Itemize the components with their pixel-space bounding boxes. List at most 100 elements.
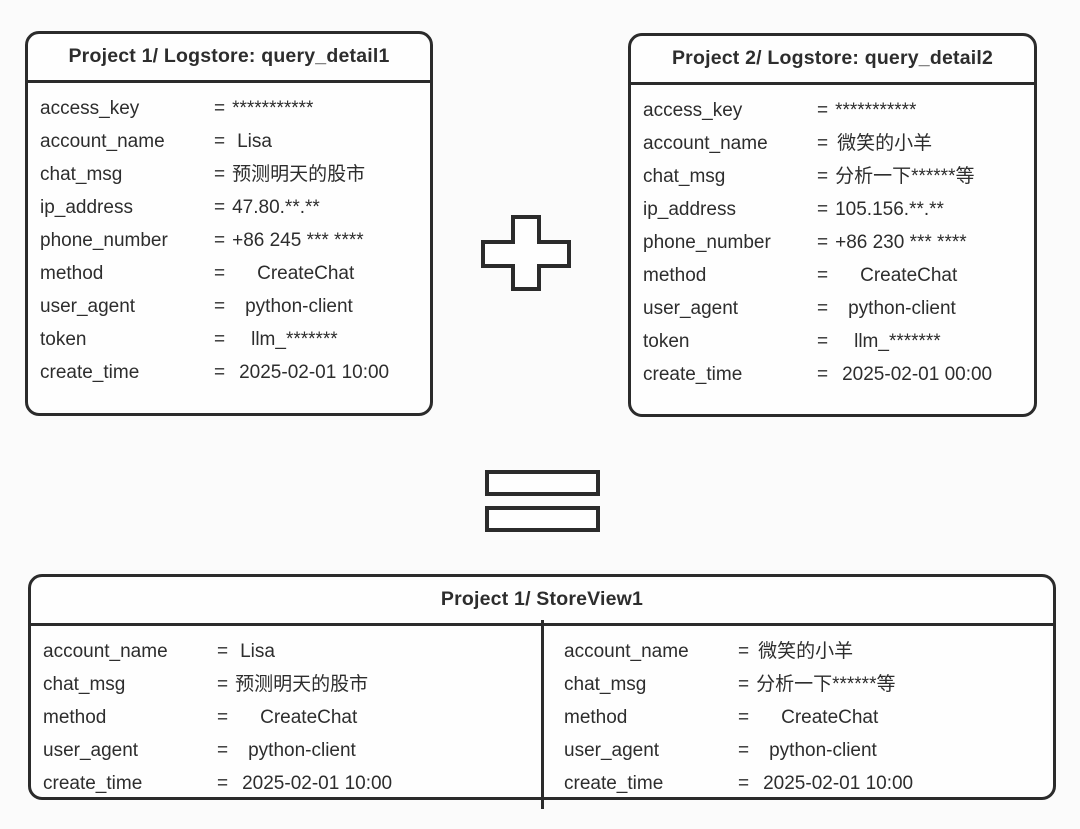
field-key: create_time	[43, 773, 143, 794]
equals-sign: =	[738, 707, 750, 728]
field-row: create_time = 2025-02-01 10:00	[564, 767, 913, 800]
field-key: user_agent	[564, 740, 660, 761]
equals-sign: =	[738, 740, 750, 761]
field-row: method = CreateChat	[643, 259, 1034, 292]
equals-sign: =	[214, 197, 226, 218]
field-key: account_name	[643, 133, 768, 154]
plus-icon	[481, 215, 571, 291]
field-row: chat_msg=分析一下******等	[564, 668, 913, 701]
field-value: +86 230 *** ****	[835, 232, 967, 253]
equals-sign: =	[217, 740, 229, 761]
storeview-title: Project 1/ StoreView1	[31, 577, 1053, 626]
field-key: access_key	[40, 98, 140, 119]
equals-sign: =	[738, 674, 750, 695]
field-row: phone_number = +86 230 *** ****	[643, 226, 1034, 259]
field-row: create_time=2025-02-01 10:00	[40, 356, 430, 389]
field-row: create_time=2025-02-01 00:00	[643, 358, 1034, 391]
field-key: user_agent	[43, 740, 139, 761]
field-value: 微笑的小羊	[758, 641, 854, 662]
field-key: account_name	[564, 641, 689, 662]
field-key: method	[564, 707, 628, 728]
field-value: python-client	[248, 740, 356, 761]
field-key: phone_number	[40, 230, 168, 251]
field-key: user_agent	[643, 298, 739, 319]
equals-sign: =	[738, 773, 750, 794]
field-value: llm_*******	[251, 329, 338, 350]
field-value: Lisa	[237, 131, 272, 152]
field-value: CreateChat	[860, 265, 958, 286]
field-key: account_name	[40, 131, 165, 152]
field-value: 2025-02-01 10:00	[763, 773, 914, 794]
equals-sign: =	[817, 100, 829, 121]
field-key: token	[643, 331, 690, 352]
equals-sign: =	[817, 265, 829, 286]
equals-sign: =	[214, 164, 226, 185]
equals-sign: =	[214, 230, 226, 251]
equals-sign: =	[214, 362, 226, 383]
field-row: method = CreateChat	[564, 701, 913, 734]
equals-sign: =	[817, 199, 829, 220]
field-key: token	[40, 329, 87, 350]
field-row: method=CreateChat	[40, 257, 430, 290]
field-row: account_name=Lisa	[40, 125, 430, 158]
field-row: method = CreateChat	[43, 701, 542, 734]
field-row: account_name=微笑的小羊	[564, 635, 913, 668]
field-key: create_time	[40, 362, 140, 383]
equals-sign: =	[214, 296, 226, 317]
field-value: +86 245 *** ****	[232, 230, 364, 251]
logstore-box-query-detail2: Project 2/ Logstore: query_detail2 acces…	[628, 33, 1037, 417]
equals-sign: =	[217, 773, 229, 794]
field-key: phone_number	[643, 232, 771, 253]
field-value: Lisa	[240, 641, 275, 662]
field-value: python-client	[245, 296, 353, 317]
field-row: user_agent=python-client	[564, 734, 913, 767]
field-value: 47.80.**.**	[232, 197, 320, 218]
field-key: method	[43, 707, 107, 728]
field-row: ip_address = 47.80.**.**	[40, 191, 430, 224]
field-value: ***********	[835, 100, 917, 121]
field-value: CreateChat	[781, 707, 879, 728]
field-value: ***********	[232, 98, 314, 119]
field-value: CreateChat	[260, 707, 358, 728]
storeview-column-divider	[541, 620, 544, 809]
field-row: account_name = Lisa	[43, 635, 542, 668]
equals-icon	[485, 470, 600, 532]
logstore-1-title: Project 1/ Logstore: query_detail1	[28, 34, 430, 83]
field-row: chat_msg=预测明天的股市	[40, 158, 430, 191]
field-row: chat_msg=分析一下******等	[643, 160, 1034, 193]
logstore-box-query-detail1: Project 1/ Logstore: query_detail1 acces…	[25, 31, 433, 416]
field-key: method	[643, 265, 707, 286]
field-row: account_name=微笑的小羊	[643, 127, 1034, 160]
field-row: token=llm_*******	[643, 325, 1034, 358]
equals-sign: =	[217, 674, 229, 695]
equals-sign: =	[214, 98, 226, 119]
equals-sign: =	[214, 263, 226, 284]
field-value: llm_*******	[854, 331, 941, 352]
field-row: access_key=***********	[643, 94, 1034, 127]
field-value: 2025-02-01 10:00	[242, 773, 393, 794]
field-key: account_name	[43, 641, 168, 662]
field-row: create_time = 2025-02-01 10:00	[43, 767, 542, 800]
equals-sign: =	[217, 707, 229, 728]
field-value: python-client	[848, 298, 956, 319]
field-key: create_time	[643, 364, 743, 385]
field-value: CreateChat	[257, 263, 355, 284]
equals-sign: =	[817, 232, 829, 253]
equals-sign: =	[817, 364, 829, 385]
field-key: create_time	[564, 773, 664, 794]
field-value: 预测明天的股市	[232, 164, 366, 185]
field-row: user_agent=python-client	[643, 292, 1034, 325]
field-value: 分析一下******等	[835, 166, 975, 187]
field-key: ip_address	[40, 197, 133, 218]
field-row: chat_msg=预测明天的股市	[43, 668, 542, 701]
field-row: token=llm_*******	[40, 323, 430, 356]
equals-sign: =	[817, 166, 829, 187]
field-row: user_agent = python-client	[43, 734, 542, 767]
equals-sign: =	[217, 641, 229, 662]
equals-top-bar	[485, 470, 600, 496]
field-key: user_agent	[40, 296, 136, 317]
storeview-box: Project 1/ StoreView1 account_name = Lisa c…	[28, 574, 1056, 809]
